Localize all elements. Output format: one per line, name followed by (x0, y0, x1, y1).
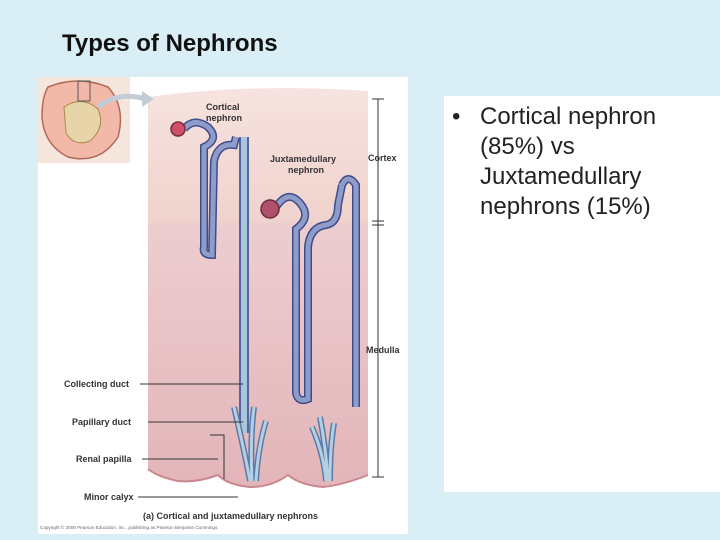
medulla-region (148, 223, 368, 487)
cortical-nephron-label-2: nephron (206, 113, 242, 123)
cortical-nephron (170, 118, 240, 260)
nephron-illustration: Cortical nephron Juxtamedullary nephron … (38, 77, 400, 530)
papillary-duct-label: Papillary duct (72, 417, 131, 427)
cortex-label: Cortex (368, 153, 397, 163)
bullet-marker: • (452, 103, 461, 130)
copyright-notice: Copyright © 2009 Pearson Education, Inc.… (40, 524, 219, 530)
juxtamedullary-nephron-label-2: nephron (288, 165, 324, 175)
cortical-nephron-label: Cortical (206, 102, 240, 112)
leader-lines (138, 383, 243, 498)
bullet-text: Cortical nephron (85%) vs Juxtamedullary… (480, 103, 657, 220)
region-brackets (372, 98, 384, 478)
collecting-duct-label: Collecting duct (64, 379, 129, 389)
juxtamedullary-nephron-label: Juxtamedullary (270, 154, 336, 164)
figure-caption: (a) Cortical and juxtamedullary nephrons (143, 511, 318, 521)
nephron-diagram: Cortical nephron Juxtamedullary nephron … (38, 77, 408, 534)
juxtamedullary-nephron (260, 175, 360, 407)
collecting-ducts (231, 137, 337, 482)
renal-papilla-label: Renal papilla (76, 454, 133, 464)
bullet-panel: • Cortical nephron (85%) vs Juxtamedulla… (444, 96, 720, 492)
minor-calyx-label: Minor calyx (84, 492, 134, 502)
bullet-item: • Cortical nephron (85%) vs Juxtamedulla… (452, 102, 712, 222)
medulla-label: Medulla (366, 345, 400, 355)
slide-title: Types of Nephrons (62, 30, 278, 57)
kidney-thumbnail-icon (38, 77, 154, 163)
